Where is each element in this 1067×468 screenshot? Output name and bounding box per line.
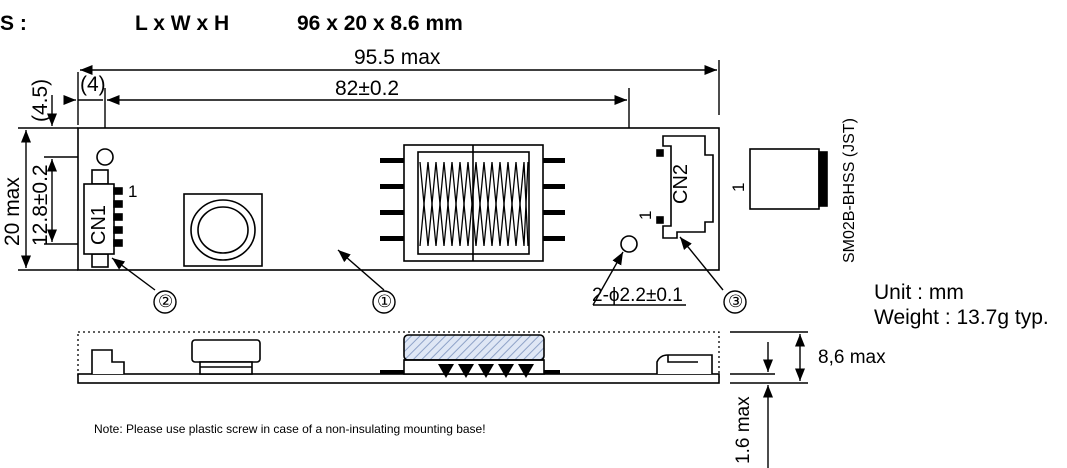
mounting-hole-left [96, 148, 114, 166]
mating-connector [749, 148, 828, 210]
overall-length-label: 95.5 max [354, 46, 441, 69]
mate-part-label: SM02B-BHSS (JST) [841, 118, 858, 263]
cn1-label: CN1 [88, 204, 110, 245]
thickness-dimension [730, 342, 775, 468]
hole-spec-label: 2-ϕ2.2±0.1 [592, 285, 683, 306]
height-label: 8,6 max [818, 347, 886, 368]
callout-2: ② [158, 292, 174, 311]
left-offset-label: (4) [80, 73, 106, 96]
callout-circles [153, 290, 747, 314]
transformer [380, 144, 565, 262]
inductor [183, 193, 263, 267]
hole-spacing-label: 82±0.2 [335, 77, 400, 100]
cn2-connector [656, 135, 714, 239]
callout-leaders [111, 236, 724, 306]
overall-length-dimension [77, 60, 720, 125]
side-view-board [77, 334, 720, 384]
callout-1: ① [377, 292, 393, 311]
weight-label: Weight : 13.7g typ. [874, 306, 1049, 329]
cn1-pin1-label: 1 [128, 182, 138, 201]
width-dimension [18, 127, 78, 271]
top-offset-label: (4.5) [29, 78, 52, 122]
thickness-label: 1.6 max [733, 396, 754, 464]
mounting-note: Note: Please use plastic screw in case o… [94, 422, 486, 436]
top-offset-dimension [44, 95, 78, 129]
width-label: 20 max [1, 177, 24, 246]
cn1-connector [83, 169, 123, 268]
mounting-hole-right [620, 235, 638, 253]
cn2-pin1-label: 1 [636, 210, 655, 220]
height-dimension [730, 331, 808, 384]
unit-label: Unit : mm [874, 281, 964, 304]
header-label: S : [0, 12, 27, 35]
mate-pin1-label: 1 [729, 182, 748, 192]
dims-value: 96 x 20 x 8.6 mm [297, 12, 463, 35]
side-view-outline [77, 331, 720, 379]
hole-vertical-label: 12.8±0.2 [29, 164, 52, 246]
callout-3: ③ [728, 292, 744, 311]
dims-label: L x W x H [135, 12, 230, 35]
cn2-label: CN2 [670, 163, 692, 204]
